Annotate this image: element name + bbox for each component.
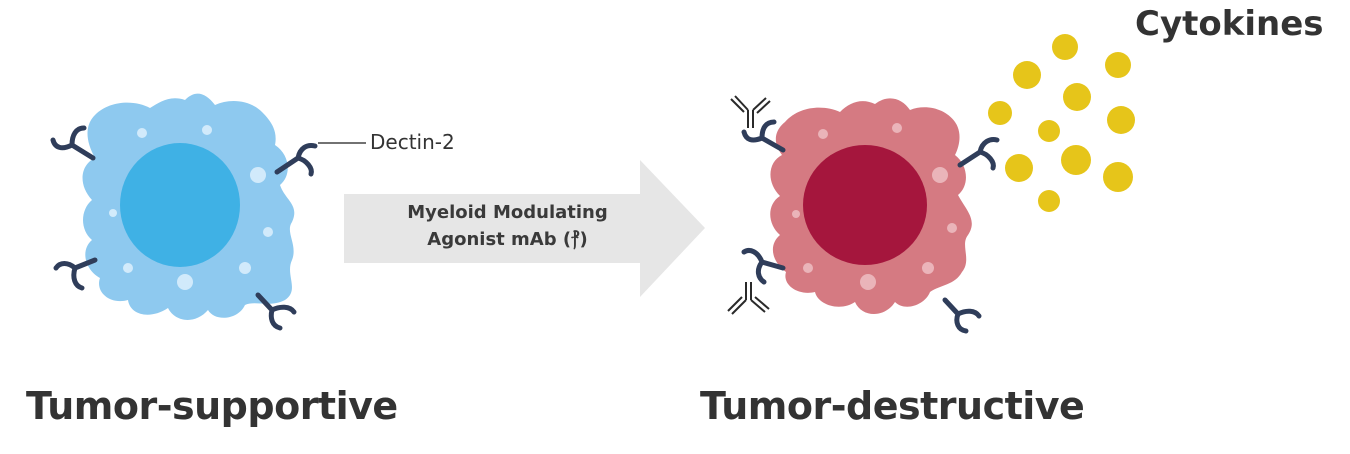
cytokine: [1013, 61, 1041, 89]
tumor-supportive-cell: [50, 93, 366, 331]
cytokine: [1105, 52, 1131, 78]
cytokine: [1063, 83, 1091, 111]
destructive-vesicles: [792, 123, 957, 290]
antibody-icon: [730, 95, 771, 128]
treatment-label-line-1: Myeloid Modulating: [407, 202, 608, 223]
treatment-label: Myeloid Modulating Agonist mAb (⳨): [345, 199, 670, 253]
receptor-icon: [957, 137, 1000, 171]
cytokines-label: Cytokines: [1135, 4, 1324, 44]
receptor-icon: [255, 292, 297, 331]
cytokine: [1038, 190, 1060, 212]
dectin-2-receptors-left: [50, 125, 318, 331]
supportive-vesicles: [109, 125, 273, 290]
cytokine: [1038, 120, 1060, 142]
bound-antibodies: [727, 95, 771, 315]
antibody-icon: [727, 282, 770, 315]
dectin-2-label: Dectin-2: [370, 130, 455, 154]
cytokine: [988, 101, 1012, 125]
cytokine: [1052, 34, 1078, 60]
tumor-supportive-label: Tumor-supportive: [26, 384, 398, 428]
supportive-nucleus: [120, 143, 240, 267]
destructive-nucleus: [803, 145, 927, 265]
receptor-icon: [53, 257, 98, 291]
cytokines: [988, 34, 1135, 212]
cytokine: [1103, 162, 1133, 192]
dectin-2-receptors-right: [741, 119, 1000, 334]
receptor-icon: [50, 125, 96, 161]
receptor-icon: [274, 143, 318, 177]
cytokine: [1005, 154, 1033, 182]
treatment-label-line-2: Agonist mAb (⳨): [427, 229, 588, 250]
cytokine: [1061, 145, 1091, 175]
tumor-destructive-cell: [727, 95, 1000, 334]
receptor-icon: [942, 297, 982, 334]
cytokine: [1107, 106, 1135, 134]
transition-arrow: [344, 160, 705, 297]
tumor-destructive-label: Tumor-destructive: [700, 384, 1085, 428]
receptor-icon: [741, 119, 786, 153]
receptor-icon: [741, 247, 786, 285]
